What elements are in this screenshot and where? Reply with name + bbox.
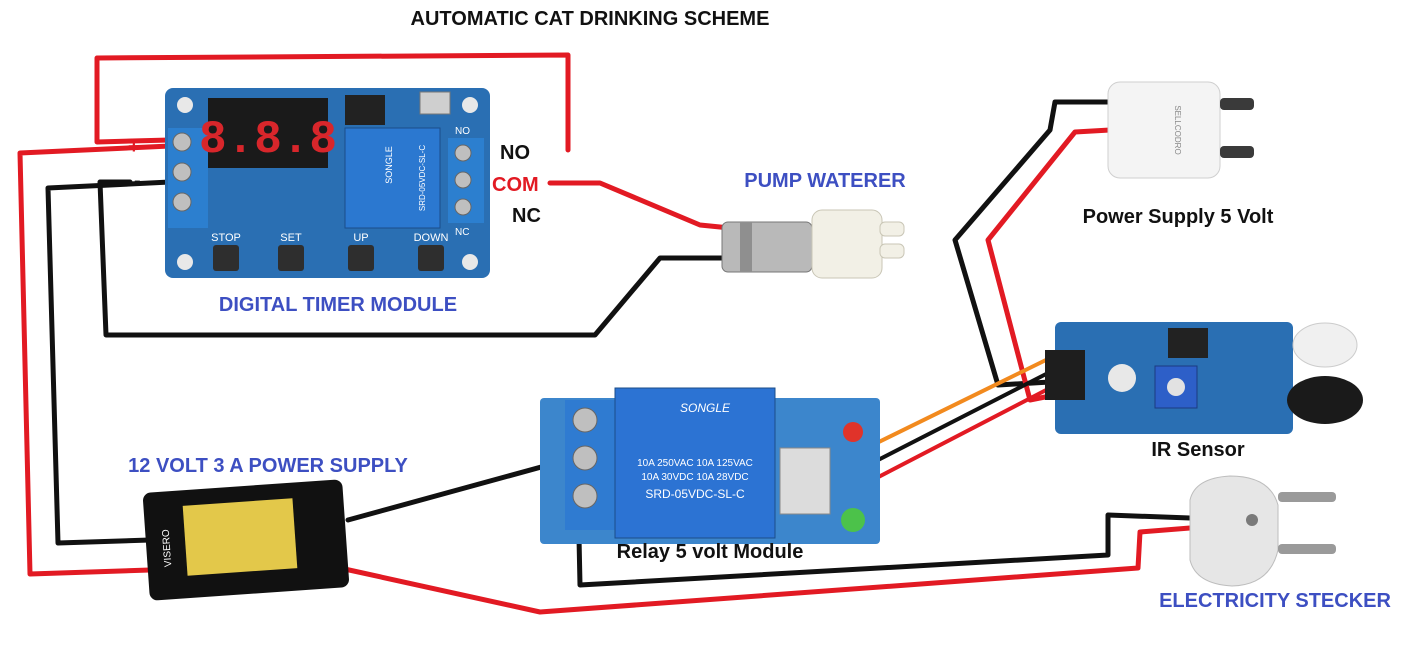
digital-timer-module: 8.8.8 SONGLE SRD-05VDC-SL-C NO NC STOP S… xyxy=(165,88,490,278)
timer-button-stop xyxy=(213,245,239,271)
charger-body xyxy=(1107,81,1221,179)
timer-buttons: STOP SET UP DOWN xyxy=(211,232,448,271)
timer-minus-label: - xyxy=(134,170,141,192)
terminal-nc-label: NC xyxy=(512,205,541,227)
timer-button-up xyxy=(348,245,374,271)
charger-brand: SELLCODRO xyxy=(1173,105,1182,154)
timer-pcb-no: NO xyxy=(455,126,470,137)
timer-mount-hole xyxy=(462,254,478,270)
timer-button-set xyxy=(278,245,304,271)
pump-motor-band xyxy=(740,222,752,272)
ir-led-clear xyxy=(1292,322,1358,368)
timer-relay-model: SRD-05VDC-SL-C xyxy=(418,145,427,211)
screw xyxy=(572,407,598,433)
plug-screw xyxy=(1246,514,1258,526)
pump-head xyxy=(811,209,883,279)
wire-red-com-to-pump xyxy=(547,180,733,231)
relay-5v-module: SONGLE 10A 250VAC 10A 125VAC 10A 30VDC 1… xyxy=(540,387,880,544)
plug-label: ELECTRICITY STECKER xyxy=(1159,590,1391,612)
power-supply-5v: SELLCODRO xyxy=(1107,81,1254,179)
power-12v-label: 12 VOLT 3 A POWER SUPPLY xyxy=(128,455,408,477)
screw xyxy=(454,144,472,162)
timer-chip xyxy=(345,95,385,125)
relay-header-pins xyxy=(779,447,831,515)
pump-waterer xyxy=(721,209,905,279)
timer-relay-brand: SONGLE xyxy=(384,146,394,184)
timer-display-digits: 8.8.8 xyxy=(199,114,337,166)
wire-black-relay-to-plug xyxy=(575,487,1193,588)
terminal-com-label: COM xyxy=(492,174,539,196)
timer-module-label: DIGITAL TIMER MODULE xyxy=(219,294,457,316)
ir-potentiometer-knob xyxy=(1167,378,1185,396)
timer-mount-hole xyxy=(177,254,193,270)
screw xyxy=(454,171,472,189)
relay-rating-1: 10A 250VAC 10A 125VAC xyxy=(637,458,753,469)
pump-nozzle xyxy=(879,243,905,259)
plug-pin xyxy=(1278,492,1336,502)
ir-sensor-label: IR Sensor xyxy=(1151,439,1245,461)
timer-button-label: SET xyxy=(280,232,302,244)
wire-red-12v-to-timer xyxy=(17,143,173,577)
wire-red-5v-to-ir xyxy=(985,127,1113,403)
plug-pin xyxy=(1278,544,1336,554)
relay-led-green xyxy=(841,508,865,532)
timer-button-label: STOP xyxy=(211,232,241,244)
screw xyxy=(172,192,192,212)
timer-plus-label: + xyxy=(128,136,140,158)
electricity-plug xyxy=(1189,475,1336,587)
ir-chip xyxy=(1168,328,1208,358)
wire-black-timer-to-pump xyxy=(97,179,733,338)
adapter-sticker xyxy=(182,498,298,576)
screw xyxy=(454,198,472,216)
charger-pin xyxy=(1220,146,1254,158)
timer-display xyxy=(208,98,328,168)
power-supply-12v: VISERO xyxy=(143,479,349,601)
relay-brand: SONGLE xyxy=(680,401,731,415)
pump-motor xyxy=(721,221,813,273)
timer-button-label: DOWN xyxy=(414,232,449,244)
timer-button-label: UP xyxy=(353,232,368,244)
wire-red-12v-to-plug xyxy=(337,525,1193,615)
diagram-title: AUTOMATIC CAT DRINKING SCHEME xyxy=(411,8,770,30)
relay-rating-2: 10A 30VDC 10A 28VDC xyxy=(641,472,748,483)
pump-label: PUMP WATERER xyxy=(744,170,906,192)
timer-usb-port xyxy=(419,91,451,115)
relay-led-red xyxy=(843,422,863,442)
screw xyxy=(172,162,192,182)
ir-mount-hole xyxy=(1108,364,1136,392)
timer-mount-hole xyxy=(177,97,193,113)
relay-cube xyxy=(614,387,776,539)
plug-body xyxy=(1189,475,1279,587)
ir-header-pins xyxy=(1045,350,1085,400)
adapter-brand: VISERO xyxy=(161,529,175,568)
ir-led-dark xyxy=(1287,376,1363,424)
wire-red-no-loop xyxy=(94,52,571,153)
wire-black-12v-to-timer xyxy=(45,179,173,546)
wire-black-5v-to-ir xyxy=(952,99,1113,388)
timer-pcb-nc: NC xyxy=(455,227,469,238)
timer-button-down xyxy=(418,245,444,271)
screw xyxy=(572,445,598,471)
timer-relay xyxy=(344,127,441,229)
relay-model: SRD-05VDC-SL-C xyxy=(645,487,745,501)
charger-pin xyxy=(1220,98,1254,110)
pump-nozzle xyxy=(879,221,905,237)
relay-module-label: Relay 5 volt Module xyxy=(617,541,804,563)
power-5v-label: Power Supply 5 Volt xyxy=(1083,206,1274,228)
timer-mount-hole xyxy=(462,97,478,113)
terminal-no-label: NO xyxy=(500,142,530,164)
screw xyxy=(172,132,192,152)
screw xyxy=(572,483,598,509)
ir-sensor-module xyxy=(1045,322,1363,434)
